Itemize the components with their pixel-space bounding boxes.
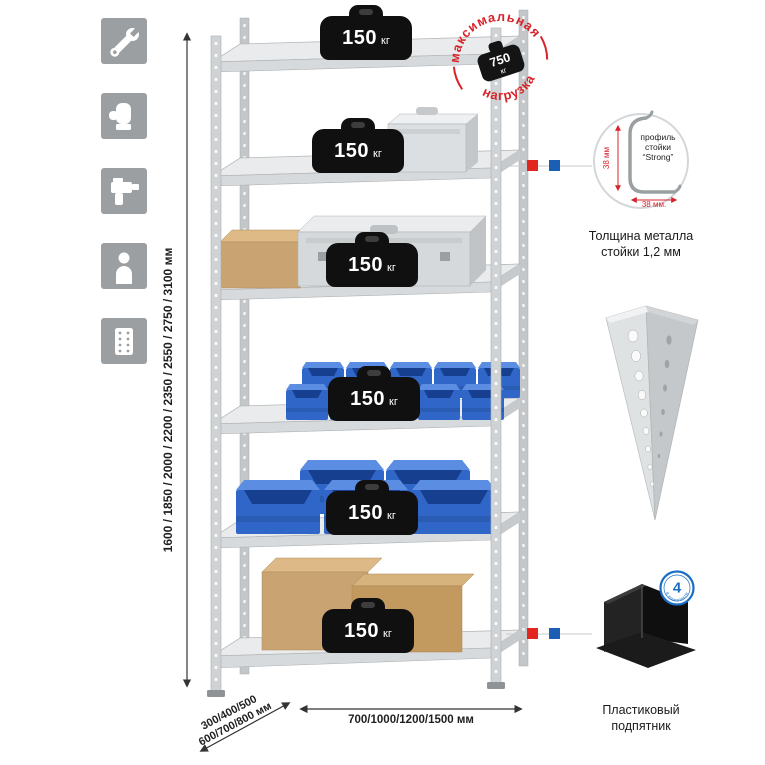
rack-illustration bbox=[207, 9, 529, 697]
load-badge-shelf2: 150 кг bbox=[312, 129, 404, 173]
profile-label-2: стойки bbox=[645, 142, 671, 152]
marker-red-bottom bbox=[527, 628, 538, 639]
load-value: 150 bbox=[334, 140, 370, 162]
depth-dimension-line bbox=[199, 702, 291, 752]
profile-dim-vertical: 38 мм bbox=[602, 147, 611, 169]
gloves-icon bbox=[101, 93, 147, 139]
profile-label-1: профиль bbox=[640, 132, 676, 142]
profile-caption: Толщина металла стойки 1,2 мм bbox=[561, 228, 721, 261]
plastic-foot-image bbox=[596, 584, 696, 668]
load-unit: кг bbox=[387, 262, 396, 274]
load-value: 150 bbox=[348, 254, 384, 276]
profile-dim-horizontal: 38 мм. bbox=[642, 200, 666, 209]
included-count-badge: 4 в комплекте bbox=[659, 570, 695, 606]
width-dimension-label: 700/1000/1200/1500 мм bbox=[348, 714, 474, 726]
svg-text:кг: кг bbox=[499, 65, 508, 76]
load-unit: кг bbox=[389, 396, 398, 408]
load-badge-shelf1: 150 кг bbox=[320, 16, 412, 60]
load-badge-shelf3: 150 кг bbox=[326, 243, 418, 287]
marker-blue-top bbox=[549, 160, 560, 171]
cardboard-box-small bbox=[219, 229, 313, 289]
foot-caption: Пластиковый подпятник bbox=[561, 702, 721, 735]
foot-caption-line1: Пластиковый bbox=[602, 703, 680, 717]
foot-caption-line2: подпятник bbox=[611, 719, 671, 734]
person-icon bbox=[101, 243, 147, 289]
upright-post-image bbox=[605, 305, 699, 521]
load-unit: кг bbox=[381, 35, 390, 47]
dimension-lines bbox=[182, 32, 523, 752]
leader-bottom bbox=[506, 628, 592, 639]
wrench-icon bbox=[101, 18, 147, 64]
load-unit: кг bbox=[373, 148, 382, 160]
marker-blue-bottom bbox=[549, 628, 560, 639]
load-value: 150 bbox=[348, 502, 384, 524]
load-value: 150 bbox=[350, 388, 386, 410]
load-value: 150 bbox=[344, 620, 380, 642]
drill-icon bbox=[101, 168, 147, 214]
profile-caption-line1: Толщина металла bbox=[588, 229, 694, 243]
perforated-post-icon bbox=[101, 318, 147, 364]
marker-red-top bbox=[527, 160, 538, 171]
profile-caption-line2: стойки 1,2 мм bbox=[601, 245, 681, 260]
profile-shape bbox=[628, 116, 676, 194]
load-badge-shelf4: 150 кг bbox=[328, 377, 420, 421]
stamp-weight-icon: 750 кг bbox=[477, 40, 525, 82]
load-unit: кг bbox=[387, 510, 396, 522]
load-badge-shelf5: 150 кг bbox=[326, 491, 418, 535]
feature-icons bbox=[101, 18, 147, 364]
load-unit: кг bbox=[383, 628, 392, 640]
load-badge-shelf6: 150 кг bbox=[322, 609, 414, 653]
profile-label-3: “Strong” bbox=[643, 152, 674, 162]
max-load-stamp: максимальная нагрузка 750 кг bbox=[436, 0, 549, 111]
svg-text:750: 750 bbox=[488, 50, 512, 70]
badge-number: 4 bbox=[673, 580, 682, 597]
load-value: 150 bbox=[342, 27, 378, 49]
leader-top bbox=[506, 160, 592, 171]
height-dimension-label: 1600 / 1850 / 2000 / 2200 / 2350 / 2550 … bbox=[161, 247, 175, 553]
profile-detail: 38 мм 38 мм. профиль стойки “Strong” bbox=[593, 110, 689, 209]
